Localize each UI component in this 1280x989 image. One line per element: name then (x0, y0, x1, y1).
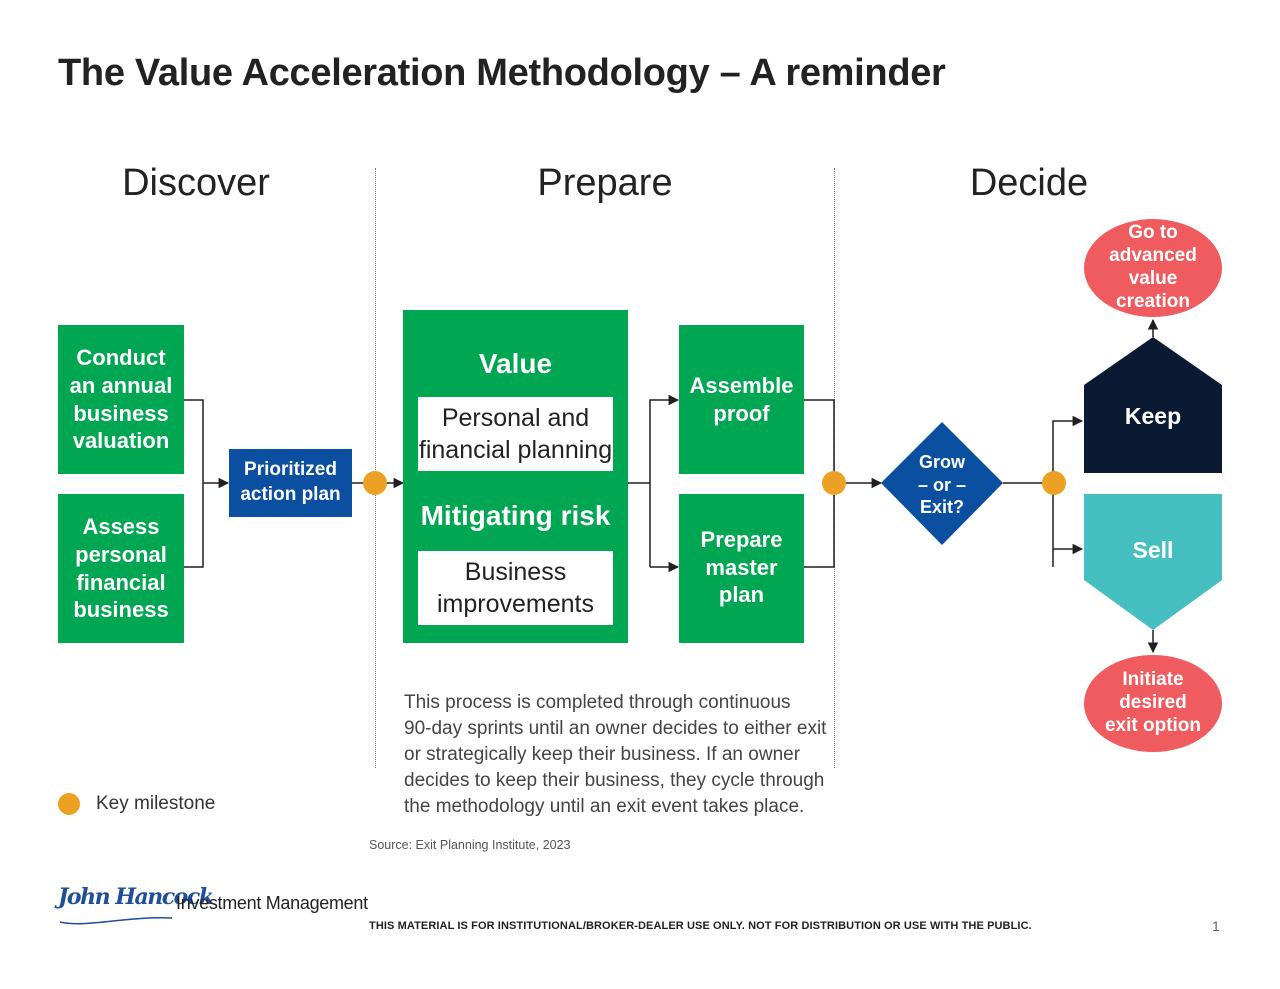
personal-financial-planning-box: Personal and financial planning (418, 397, 613, 471)
diamond-line: Exit? (919, 497, 964, 517)
mitigating-risk-heading: Mitigating risk (420, 500, 611, 531)
go-to-advanced-value-ellipse: Go to advanced value creation (1084, 219, 1222, 317)
sell-label: Sell (1132, 537, 1174, 563)
value-risk-box: Value Personal and financial planning Mi… (403, 310, 628, 643)
ellipse-line: advanced value (1109, 245, 1197, 289)
grow-or-exit-diamond (881, 422, 1003, 545)
box-line: Conduct (76, 345, 166, 371)
page-title: The Value Acceleration Methodology – A r… (58, 52, 946, 94)
description-line: the methodology until an exit event take… (404, 796, 805, 818)
box-line: Personal and (441, 404, 590, 432)
ellipse-line: exit option (1104, 714, 1202, 736)
box-line: master (705, 554, 778, 580)
description-line: or strategically keep their business. If… (404, 744, 801, 766)
description-line: 90-day sprints until an owner decides to… (404, 718, 827, 740)
box-line: improvements (437, 590, 594, 618)
description-line: decides to keep their business, they cyc… (404, 770, 825, 792)
box-line: an annual (69, 372, 173, 398)
milestone-dot (363, 471, 387, 495)
john-hancock-signature-logo: John Hancock (58, 884, 214, 910)
process-description: This process is completed through contin… (404, 690, 827, 820)
description-line: This process is completed through contin… (404, 692, 791, 713)
page-number: 1 (1212, 918, 1220, 934)
ellipse-line: Go to (1128, 222, 1178, 244)
keep-label: Keep (1124, 403, 1182, 429)
box-line: valuation (72, 428, 170, 454)
milestone-dot (1042, 471, 1066, 495)
phase-discover: Discover (122, 162, 270, 204)
ellipse-line: Initiate (1122, 669, 1184, 691)
box-line: personal (75, 541, 167, 567)
box-line: action plan (240, 484, 341, 505)
initiate-exit-ellipse: Initiate desired exit option (1084, 655, 1222, 752)
assemble-proof-box: Assemble proof (679, 325, 804, 474)
conduct-valuation-box: Conduct an annual business valuation (58, 325, 184, 474)
arrow-to-assemble (649, 394, 680, 567)
source-note: Source: Exit Planning Institute, 2023 (369, 838, 571, 852)
box-line: Prepare (700, 527, 783, 552)
keep-shape (1084, 337, 1222, 473)
box-line: financial (76, 569, 166, 595)
ellipse-line: desired (1119, 692, 1187, 714)
box-line: Assemble (689, 373, 794, 398)
disclaimer: THIS MATERIAL IS FOR INSTITUTIONAL/BROKE… (369, 920, 1032, 932)
assess-personal-box: Assess personal financial business (58, 494, 184, 643)
box-line: financial planning (418, 436, 613, 464)
diamond-label: Grow – or – Exit? (897, 451, 987, 519)
box-line: proof (713, 400, 770, 426)
box-line: Prioritized (244, 459, 337, 481)
box-line: business (73, 400, 169, 426)
box-line: business (73, 597, 169, 623)
milestone-dot (822, 471, 846, 495)
phase-decide: Decide (969, 162, 1089, 204)
discover-bracket (184, 399, 204, 568)
divider-discover-prepare (375, 168, 376, 768)
diamond-line: – or – (917, 474, 967, 495)
prepare-master-plan-box: Prepare master plan (679, 494, 804, 643)
legend-milestone-label: Key milestone (96, 793, 216, 814)
phase-prepare: Prepare (537, 162, 673, 204)
ellipse-line: creation (1116, 290, 1190, 312)
box-line: plan (718, 582, 765, 608)
value-heading: Value (478, 348, 553, 379)
box-line: Assess (82, 514, 160, 540)
arrow-to-keep (1052, 415, 1084, 567)
signature-underline (59, 917, 173, 925)
sell-shape (1084, 494, 1222, 630)
legend-milestone-dot (58, 793, 80, 815)
diamond-line: Grow (918, 452, 965, 472)
prioritized-action-plan-box: Prioritized action plan (229, 449, 352, 517)
logo-text: Investment Management (176, 893, 368, 913)
box-line: Business (464, 558, 567, 586)
business-improvements-box: Business improvements (418, 551, 613, 625)
